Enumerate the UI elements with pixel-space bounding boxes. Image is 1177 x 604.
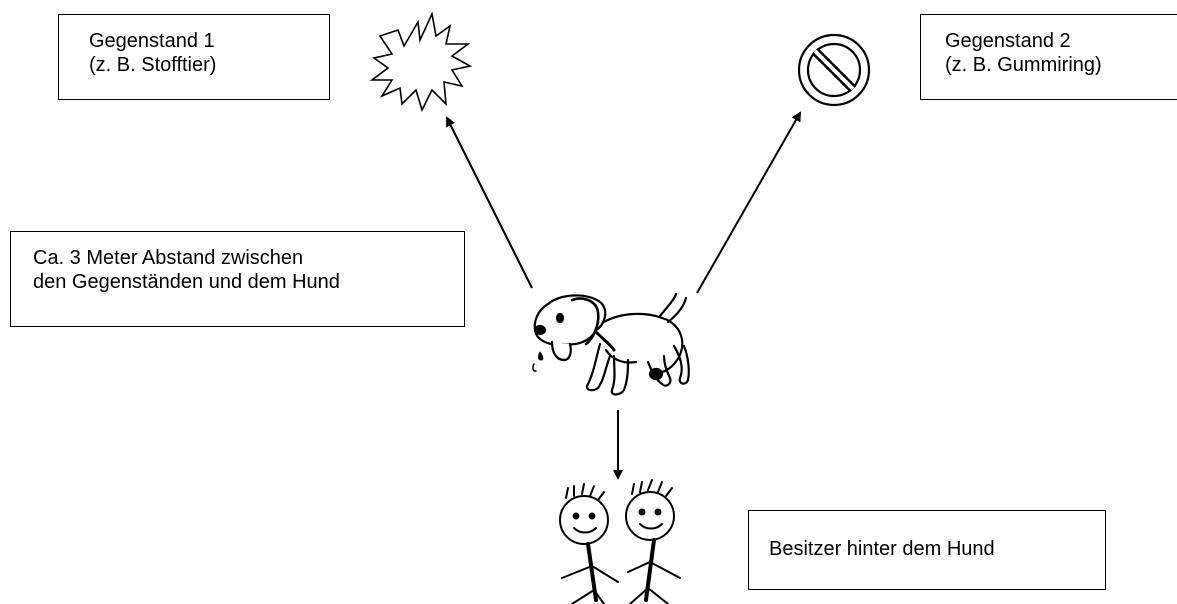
distance-note-line2: den Gegenständen und dem Hund [33, 271, 340, 293]
arrow-to-item2 [696, 111, 801, 294]
star-burst-icon [369, 11, 473, 113]
distance-note-box: Ca. 3 Meter Abstand zwischen den Gegenst… [10, 231, 465, 327]
item2-example: (z. B. Gummiring) [945, 54, 1102, 76]
distance-note-line1: Ca. 3 Meter Abstand zwischen [33, 247, 304, 269]
owners-icon [559, 479, 681, 604]
prohibited-sign-icon [797, 33, 871, 107]
arrow-to-item1 [446, 116, 533, 289]
item2-title: Gegenstand 2 [945, 30, 1071, 52]
item2-label-box: Gegenstand 2 (z. B. Gummiring) [920, 14, 1177, 100]
item1-label-box: Gegenstand 1 (z. B. Stofftier) [58, 14, 330, 100]
owner-note-box: Besitzer hinter dem Hund [748, 510, 1106, 590]
item1-title: Gegenstand 1 [89, 30, 215, 52]
owner-note-text: Besitzer hinter dem Hund [769, 538, 995, 560]
dog-icon [532, 292, 690, 396]
item1-example: (z. B. Stofftier) [89, 54, 217, 76]
